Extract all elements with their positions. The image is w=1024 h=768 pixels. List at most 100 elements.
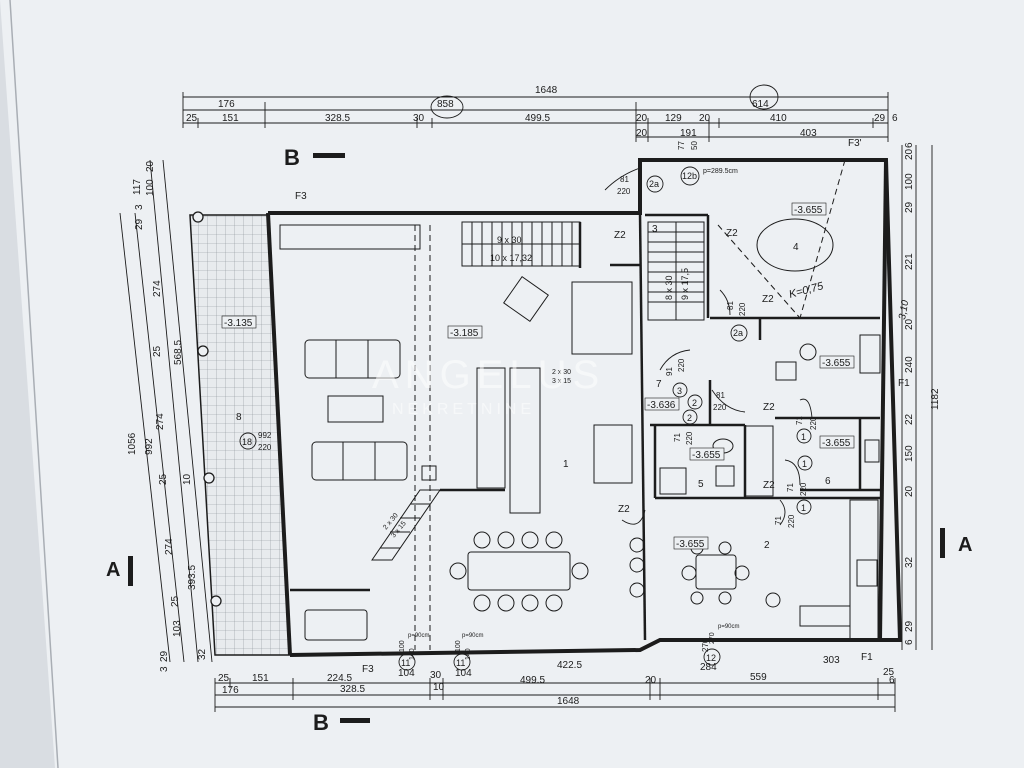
win-140-b: 140 — [465, 648, 472, 660]
room-2-number: 2 — [764, 540, 770, 551]
dim-top-151: 151 — [222, 113, 239, 124]
section-b-top: B — [284, 145, 300, 170]
p-90-a: p=90cm — [408, 633, 430, 639]
level-room-6: -3.655 — [822, 438, 851, 449]
top-dimension-labels: 1648 176 858 614 25 151 328.5 30 499.5 2… — [186, 85, 898, 150]
dim-bot-328-5: 328.5 — [340, 684, 365, 695]
dim-left-393-5: 393.5 — [187, 565, 198, 590]
dim-top-614: 614 — [752, 99, 769, 110]
level-room-2: -3.655 — [676, 539, 705, 550]
dim-bot-30: 30 — [430, 670, 442, 681]
section-b-top-bar — [313, 153, 345, 158]
dim-left-1056: 1056 — [127, 432, 138, 455]
dim-top-858: 858 — [437, 99, 454, 110]
dim-left-3b: 3 — [159, 666, 170, 672]
dim-right-150: 150 — [904, 445, 915, 462]
level-room-5: -3.655 — [692, 450, 721, 461]
door-220-f: 220 — [685, 431, 694, 445]
side-staircase — [647, 221, 705, 321]
dim-bot-20: 20 — [645, 675, 657, 686]
dim-top-499-5: 499.5 — [525, 113, 550, 124]
section-b-bottom: B — [313, 710, 329, 735]
door-220-c: 220 — [713, 403, 727, 412]
living-furniture — [279, 224, 633, 641]
bottom-dimension-labels: 25 151 224.5 30 422.5 303 176 328.5 499.… — [218, 638, 895, 707]
tag-2a-mid: 2a — [733, 328, 743, 338]
dim-bot-25: 25 — [218, 673, 230, 684]
dashed-lines — [414, 159, 846, 650]
watermark-sub: NEKRETNINE — [392, 401, 535, 418]
step-small-line2: 3 x 15 — [552, 378, 571, 385]
main-staircase — [461, 221, 581, 267]
dim-right-221: 221 — [904, 253, 915, 270]
dim-bot-422-5: 422.5 — [557, 660, 582, 671]
dim-top-410: 410 — [770, 113, 787, 124]
stair-top-line2: 10 x 17,32 — [490, 253, 532, 263]
dim-left-29: 29 — [134, 218, 145, 230]
door-220-i: 220 — [258, 443, 272, 452]
dim-right-1182: 1182 — [930, 388, 941, 410]
door-992: 992 — [258, 431, 272, 440]
level-living: -3.185 — [450, 328, 479, 339]
tag-2a-top: 2a — [649, 179, 659, 189]
tag-11-a: 11 — [401, 658, 410, 668]
dim-left-25a: 25 — [152, 345, 163, 357]
room-3-number: 3 — [652, 224, 658, 235]
door-220-d: 220 — [677, 358, 686, 372]
dim-left-274a: 274 — [152, 280, 163, 297]
door-220-a: 220 — [617, 187, 631, 196]
dim-top-20c: 20 — [636, 128, 648, 139]
room-4-number: 4 — [793, 242, 799, 253]
dim-right-6b: 6 — [904, 639, 915, 645]
tag-12b: 12b — [682, 171, 697, 181]
label-z2-f: Z2 — [618, 504, 630, 515]
dim-left-274b: 274 — [155, 413, 166, 430]
dim-top-20b: 20 — [699, 113, 711, 124]
level-tags: -3.135 -3.185 -3.655 -3.655 -3.655 -3.65… — [221, 202, 855, 550]
level-terrace: -3.135 — [224, 318, 253, 329]
label-f3-c: F3' — [848, 138, 862, 149]
door-81-b: 81 — [726, 301, 735, 310]
dim-top-29: 29 — [874, 113, 886, 124]
dim-bot-25r: 25 — [883, 667, 895, 678]
dim-bot-303: 303 — [823, 655, 840, 666]
tag-18: 18 — [242, 437, 252, 447]
dim-bot-151: 151 — [252, 673, 269, 684]
bottom-dimensions — [214, 678, 896, 712]
dim-top-403: 403 — [800, 128, 817, 139]
handwritten-310: 3,10 — [897, 299, 911, 321]
dim-right-22: 22 — [904, 413, 915, 425]
win-270: 270 — [709, 632, 716, 644]
dim-left-10: 10 — [182, 473, 193, 485]
dim-top-25: 25 — [186, 113, 198, 124]
door-91: 91 — [665, 367, 674, 376]
label-z2-b: Z2 — [726, 228, 738, 239]
dim-top-6: 6 — [892, 113, 898, 124]
section-b-bottom-bar — [340, 718, 370, 723]
dim-left-100: 100 — [145, 179, 156, 196]
paper-edge — [9, 0, 59, 768]
ramp-stair — [371, 489, 441, 561]
door-71-c: 71 — [786, 483, 795, 492]
annotation-labels: Z2 Z2 Z2 Z2 Z2 Z2 F1 F1 F3 F3 F3' — [295, 138, 910, 675]
dim-bot-224-5: 224.5 — [327, 673, 352, 684]
room-labels: 1 2 3 4 5 6 7 8 — [236, 224, 831, 551]
dim-top-191: 191 — [680, 128, 697, 139]
dim-bot-176: 176 — [222, 685, 239, 696]
win-100-b: 100 — [455, 640, 462, 652]
door-220-e: 220 — [809, 416, 818, 430]
dim-right-32: 32 — [904, 556, 915, 568]
door-labels: 81 220 81 220 81 220 91 220 71 220 71 22… — [258, 168, 818, 660]
tag-2-b: 2 — [687, 413, 692, 423]
room-1-number: 1 — [563, 459, 569, 470]
dim-left-25c: 25 — [170, 595, 181, 607]
p-90-b: p=90cm — [462, 633, 484, 639]
level-room-4: -3.655 — [794, 205, 823, 216]
tag-1-a: 1 — [801, 432, 806, 442]
step-small-line1: 2 x 30 — [552, 369, 571, 376]
dim-top-77: 77 — [677, 141, 686, 150]
door-220-g: 220 — [799, 482, 808, 496]
dim-top-129: 129 — [665, 113, 682, 124]
p-90-c: p=90cm — [718, 624, 740, 630]
dim-right-100: 100 — [904, 173, 915, 190]
